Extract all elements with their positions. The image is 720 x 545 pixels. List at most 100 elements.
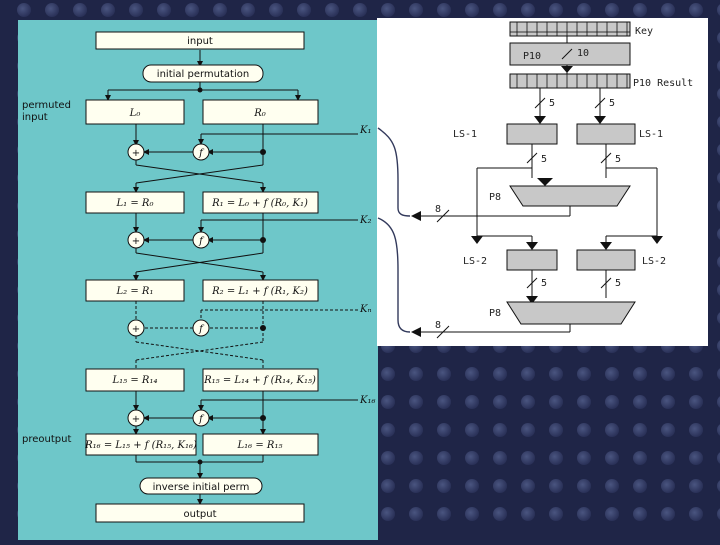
permuted-input-label-2: input	[22, 112, 48, 123]
background-dot	[689, 367, 703, 381]
ls2-right-label: LS-2	[642, 256, 666, 267]
background-dot	[577, 3, 591, 17]
background-dot	[689, 451, 703, 465]
background-dot	[409, 367, 423, 381]
five-label-5: 5	[541, 278, 547, 289]
r2-label: R₂ = L₁ + f (R₁, K₂)	[211, 286, 308, 297]
initial-permutation-box	[142, 64, 264, 83]
f-circle-2	[192, 231, 210, 249]
background-dot	[437, 479, 451, 493]
background-dot	[493, 507, 507, 521]
background-dot	[381, 3, 395, 17]
background-dot	[521, 507, 535, 521]
background-dot	[381, 395, 395, 409]
l0-label: L₀	[129, 108, 141, 119]
background-dot	[661, 451, 675, 465]
background-dot	[717, 4, 720, 16]
k2-label: K₂	[359, 215, 371, 226]
p8-box-2	[506, 301, 636, 325]
background-dot	[717, 32, 720, 44]
background-dot	[717, 172, 720, 184]
background-dot	[465, 367, 479, 381]
p8-label-2: P8	[489, 308, 501, 319]
background-dot	[717, 312, 720, 324]
r15-box	[202, 368, 319, 392]
f-circle-n	[192, 319, 210, 337]
l15-box	[85, 368, 185, 392]
ls1-left-label: LS-1	[453, 129, 477, 140]
background-dot	[633, 367, 647, 381]
background-dot	[493, 479, 507, 493]
background-dot	[437, 3, 451, 17]
background-dot	[521, 367, 535, 381]
background-dot	[465, 395, 479, 409]
l1-box	[85, 191, 185, 214]
background-dot	[661, 423, 675, 437]
background-dot	[633, 395, 647, 409]
background-dot	[717, 340, 720, 352]
background-dot	[157, 3, 171, 17]
f-symbol-2: f	[198, 236, 205, 247]
background-dot	[549, 395, 563, 409]
background-dot	[241, 3, 255, 17]
background-dot	[549, 367, 563, 381]
p10-box	[509, 42, 631, 66]
xor-circle-1	[127, 143, 145, 161]
background-dot	[717, 228, 720, 240]
background-dot	[661, 367, 675, 381]
background-dot	[381, 507, 395, 521]
f-circle-16	[192, 409, 210, 427]
p10-label: P10	[523, 51, 541, 62]
f-symbol-n: f	[198, 324, 205, 335]
input-label: input	[187, 36, 213, 47]
five-label-1: 5	[549, 98, 555, 109]
background-dot	[717, 396, 720, 408]
background-dot	[577, 451, 591, 465]
p10-result-register	[509, 73, 631, 89]
background-dot	[409, 507, 423, 521]
background-dot	[409, 451, 423, 465]
background-dot	[381, 367, 395, 381]
key-register	[509, 21, 631, 37]
background-dot	[577, 367, 591, 381]
f-symbol-16: f	[198, 414, 205, 425]
background-dot	[605, 395, 619, 409]
background-dot	[549, 507, 563, 521]
background-dot	[577, 395, 591, 409]
key-generation-diagram: Key P10 10 P10 Result 5 5 LS-1 LS-1	[411, 21, 693, 339]
background-dot	[717, 452, 720, 464]
initial-permutation-label: initial permutation	[157, 69, 249, 80]
five-label-3: 5	[541, 154, 547, 165]
background-dot	[605, 507, 619, 521]
background-dot	[521, 3, 535, 17]
background-dot	[661, 3, 675, 17]
p10-result-label: P10 Result	[633, 78, 693, 89]
background-dot	[325, 3, 339, 17]
background-dot	[465, 423, 479, 437]
xor-symbol-2: +	[132, 236, 140, 247]
background-dot	[661, 479, 675, 493]
ls2-left-label: LS-2	[463, 256, 487, 267]
background-dot	[73, 3, 87, 17]
background-dot	[717, 424, 720, 436]
background-dot	[409, 3, 423, 17]
xor-circle-2	[127, 231, 145, 249]
background-dot	[381, 423, 395, 437]
background-dot	[493, 395, 507, 409]
background-dot	[577, 423, 591, 437]
background-dot	[493, 451, 507, 465]
background-dot	[633, 451, 647, 465]
p8-box-1	[509, 185, 631, 207]
l2-label: L₂ = R₁	[116, 286, 154, 297]
background-dot	[549, 3, 563, 17]
background-dot	[633, 479, 647, 493]
background-dot	[521, 395, 535, 409]
l2-box	[85, 279, 185, 302]
background-dot	[661, 507, 675, 521]
background-dot	[577, 507, 591, 521]
background-dot	[549, 479, 563, 493]
k1-label: K₁	[359, 125, 371, 136]
background-dot	[493, 3, 507, 17]
r1-box	[202, 191, 319, 214]
background-dot	[717, 508, 720, 520]
